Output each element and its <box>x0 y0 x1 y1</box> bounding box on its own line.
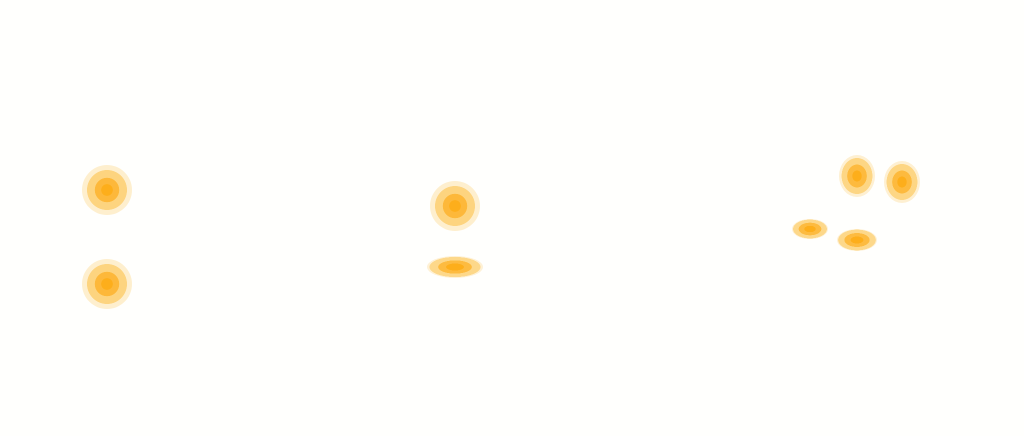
heatmap-hotspot <box>792 219 828 239</box>
heatmap-hotspot <box>839 155 875 197</box>
heatmap-hotspot <box>884 161 920 203</box>
heatmap-hotspot <box>82 259 132 309</box>
heatmap-hotspot <box>82 165 132 215</box>
heatmap-hotspot <box>427 256 483 278</box>
heatmap-hotspot <box>430 181 480 231</box>
heatmap-hotspot <box>837 229 877 251</box>
